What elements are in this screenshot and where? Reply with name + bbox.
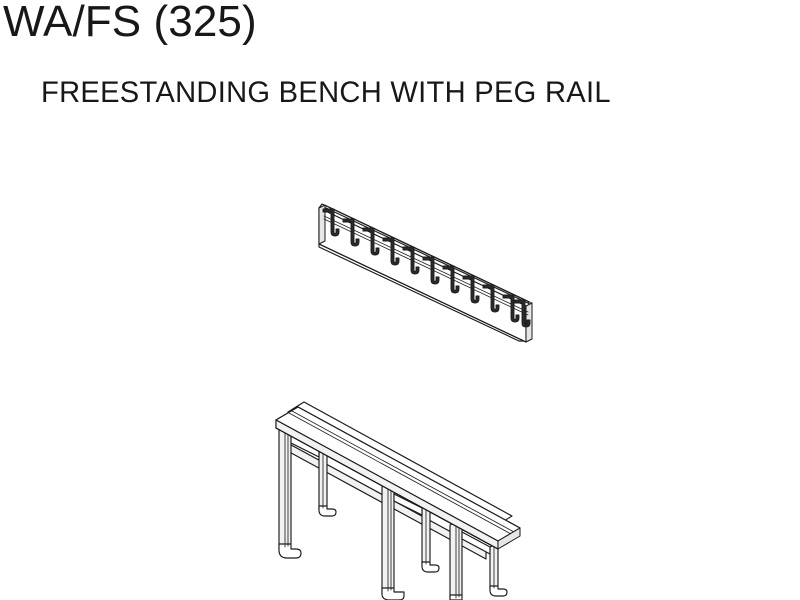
peg-rail-end-cap-right <box>525 302 533 343</box>
bench-seat-front-overlay-top <box>275 406 521 542</box>
bench-leg <box>421 503 440 573</box>
bench-seat-overlay-groove-2 <box>288 412 512 535</box>
figure-peg-rail <box>300 195 550 365</box>
bench-under-rail-rear-bottom <box>294 437 499 550</box>
bench-seat-overlay-back-edge <box>297 406 521 529</box>
peg-rail-hook <box>502 294 520 323</box>
peg-rail-hook <box>322 208 340 237</box>
bench-seat-overlay-lower-edge <box>275 427 499 550</box>
bench-end-frame-right-line <box>461 538 491 555</box>
product-subtitle: FREESTANDING BENCH WITH PEG RAIL <box>41 76 611 109</box>
bench-leg <box>489 542 508 597</box>
peg-rail-board-groove-2 <box>323 218 529 316</box>
bench-seat-groove-2 <box>288 412 512 535</box>
bench-under-rail-rear-top <box>294 431 499 544</box>
bench-end-frame-right <box>461 531 491 555</box>
bench-under-rail-front <box>281 439 487 560</box>
bench-seat-slat-rear-front <box>287 411 497 533</box>
peg-rail-board-front <box>318 207 533 342</box>
peg-rail-hook <box>513 299 531 328</box>
peg-rail-hook <box>362 227 380 256</box>
peg-rail-board-bottom-edge <box>318 243 527 343</box>
peg-rail-hook <box>382 237 400 266</box>
bench-end-frame-middle-line <box>393 500 423 516</box>
page-title: WA/FS (325) <box>3 0 257 46</box>
figure-freestanding-bench <box>262 392 542 600</box>
peg-rail-hook <box>342 218 360 247</box>
bench-seat-slat-front-top <box>275 406 521 542</box>
bench-end-frame-left-line <box>290 442 320 458</box>
peg-rail-hook <box>462 275 480 304</box>
bench-leg <box>381 479 405 600</box>
peg-rail-hook <box>482 284 500 313</box>
peg-rail-hook <box>442 265 460 294</box>
bench-seat-front-overlay-face <box>275 419 499 550</box>
bench-seat-slat-rear-top <box>287 401 513 527</box>
bench-end-frame-middle <box>393 493 423 516</box>
peg-rail-board-groove <box>323 215 529 313</box>
bench-illustration <box>275 401 521 600</box>
bench-leg <box>318 445 337 517</box>
peg-rail-board-top <box>318 203 530 307</box>
bench-seat-front-lower-edge <box>275 427 499 550</box>
bench-seat-overlay-groove-1 <box>291 410 515 533</box>
peg-rail-end-cap-edge <box>525 302 533 307</box>
bench-seat-groove-1 <box>291 410 515 533</box>
bench-under-rail-edge <box>281 439 487 552</box>
peg-rail-board-panel <box>318 207 527 343</box>
bench-leg <box>449 518 463 600</box>
bench-seat-slat-rear-edge <box>303 401 513 517</box>
bench-seat-end-cap-right <box>497 527 521 550</box>
peg-rail-end-cap-left <box>318 204 326 245</box>
bench-seat-slat-front-face <box>275 419 499 550</box>
peg-rail-hook <box>422 256 440 285</box>
bench-leg <box>278 421 302 559</box>
peg-rail-illustration <box>318 203 533 343</box>
bench-end-frame-left <box>290 435 320 458</box>
peg-rail-board-top-edge <box>324 204 533 304</box>
peg-rail-hook <box>402 246 420 275</box>
